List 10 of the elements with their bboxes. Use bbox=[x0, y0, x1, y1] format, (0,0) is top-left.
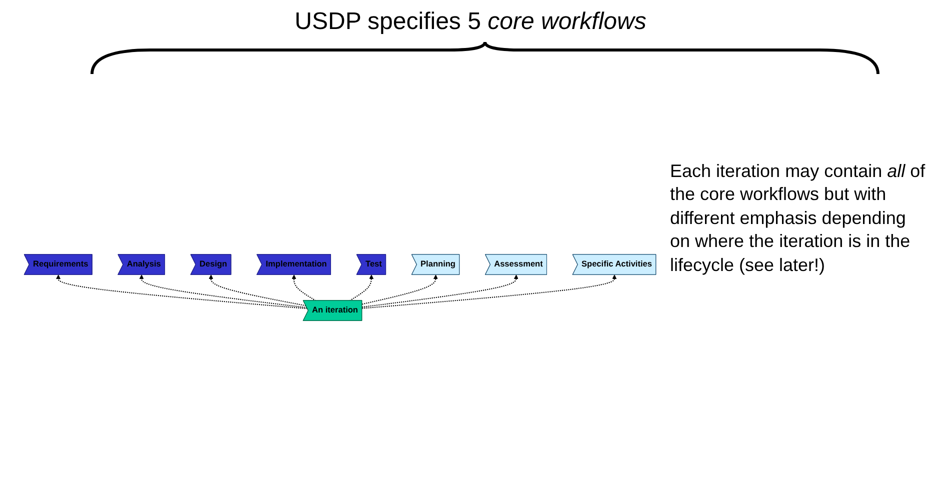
arrow bbox=[139, 274, 307, 308]
note-text: Each iteration may contain all of the core workflows but with different emphasis depending on where the iteration is in the lifecycle (see later!) bbox=[670, 160, 926, 277]
arrow bbox=[56, 274, 308, 310]
diagram-title: USDP specifies 5 core workflows bbox=[294, 8, 648, 36]
arrow bbox=[208, 274, 306, 306]
arrow bbox=[292, 274, 316, 302]
arrow bbox=[362, 274, 518, 308]
arrow bbox=[362, 274, 438, 305]
arrow bbox=[349, 274, 374, 302]
arrow bbox=[362, 274, 617, 309]
